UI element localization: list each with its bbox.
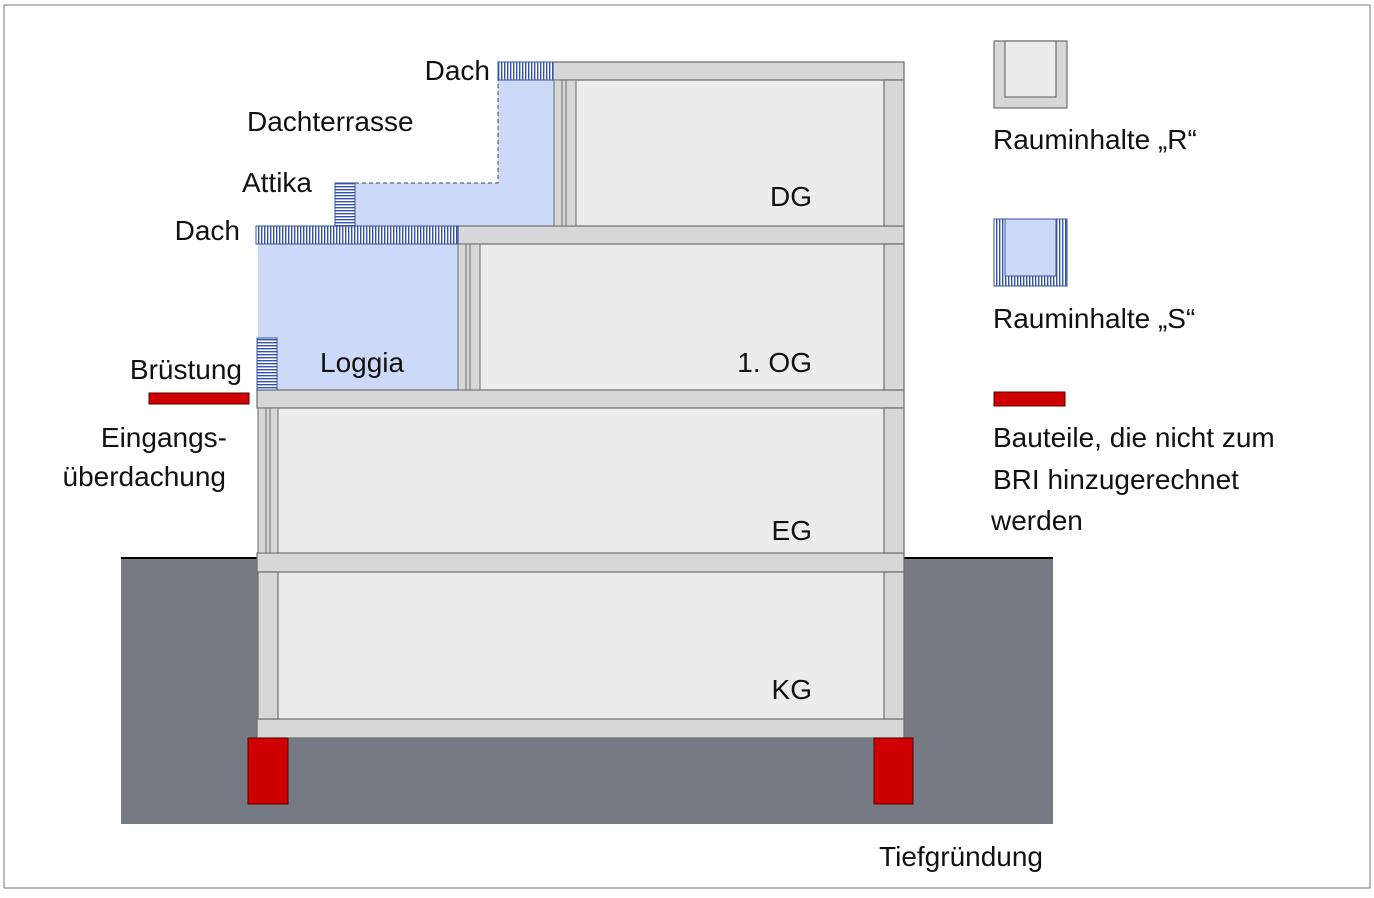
wall-left-kg [257,571,279,720]
eingangsueberdachung-excluded [148,392,250,405]
label-eingangs: Eingangs- [101,422,227,453]
slab-dg-floor [457,225,905,245]
room-og1 [480,244,884,390]
wall-right-dg [883,79,905,227]
dachterrasse-volume-high [498,80,554,226]
window-wall-og1 [457,243,481,391]
loggia-volume [258,244,458,390]
legend-excluded-line3: werden [990,505,1083,536]
legend-r-label: Rauminhalte „R“ [993,124,1197,155]
bruestung-hatched [256,337,278,391]
attika-hatched [334,182,356,227]
legend-s-symbol [993,218,1068,287]
legend: Rauminhalte „R“ Rauminhalte „S“ Bauteile… [990,40,1275,536]
dachterrasse-outline [355,80,499,184]
label-tiefgruendung: Tiefgründung [879,841,1043,872]
tiefgruendung-left [247,737,289,805]
floor-label-eg: EG [772,515,812,546]
room-kg [278,572,884,719]
floor-label-kg: KG [772,674,812,705]
dach-top-hatched [497,61,554,81]
slab-eg-floor [256,552,905,573]
label-attika: Attika [242,167,312,198]
slab-foundation [256,718,905,739]
dach-left-hatched [255,225,459,245]
label-dach-left: Dach [175,215,240,246]
label-bruestung: Brüstung [130,354,242,385]
floor-label-og1: 1. OG [737,347,812,378]
legend-s-label: Rauminhalte „S“ [993,303,1195,334]
room-dg [576,80,884,226]
legend-excluded-line1: Bauteile, die nicht zum [993,422,1275,453]
window-wall-eg [257,407,279,554]
window-wall-dg [553,79,577,227]
wall-right-kg [883,571,905,720]
slab-roof-top [552,61,905,81]
label-ueberdachung: überdachung [63,461,226,492]
legend-r-symbol [993,40,1068,109]
tiefgruendung-right [873,737,914,805]
wall-right-og1 [883,243,905,391]
room-eg [278,408,884,553]
slab-og1-floor [256,389,905,409]
legend-excluded-symbol [993,391,1066,407]
label-dach-top: Dach [425,55,490,86]
floor-label-dg: DG [770,181,812,212]
label-dachterrasse: Dachterrasse [247,106,414,137]
dachterrasse-volume-low [355,183,498,226]
wall-right-eg [883,407,905,554]
legend-excluded-line2: BRI hinzugerechnet [993,464,1239,495]
label-loggia: Loggia [320,347,405,378]
